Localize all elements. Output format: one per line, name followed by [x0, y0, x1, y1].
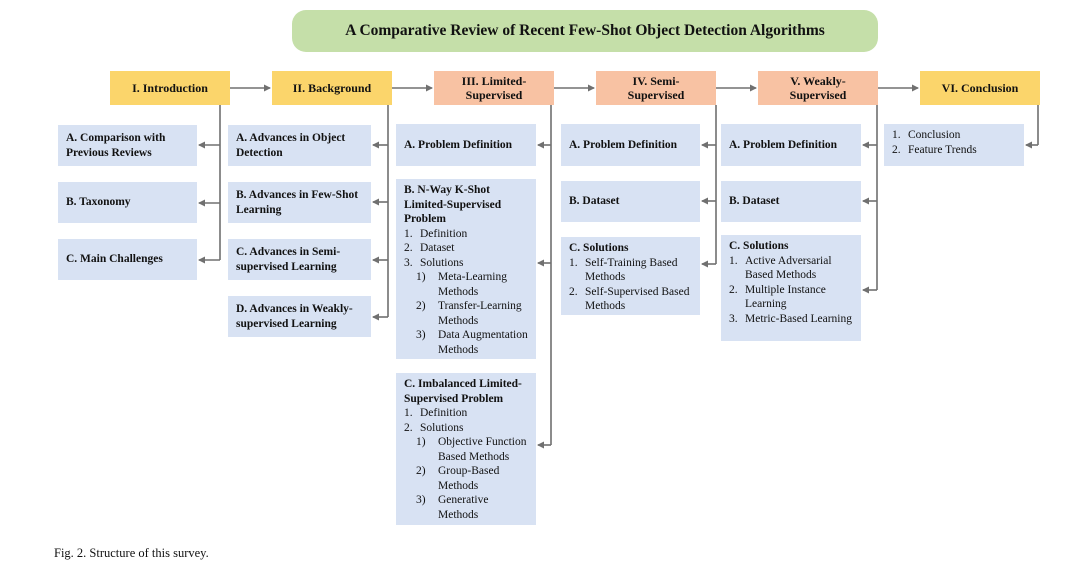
- list-item: 2.Self-Supervised Based Methods: [569, 285, 690, 313]
- list-item: 3.Metric-Based Learning: [729, 312, 852, 325]
- list-item: 1.Conclusion: [892, 129, 961, 141]
- list-item: 1.Definition: [404, 227, 468, 240]
- section-semi-supervised: IV. Semi-Supervised: [596, 71, 716, 105]
- intro-item-taxonomy: B. Taxonomy: [58, 182, 197, 223]
- semi-item-problem-definition: A. Problem Definition: [561, 124, 700, 166]
- section-weakly-supervised: V. Weakly-Supervised: [758, 71, 878, 105]
- list-item: 1.Self-Training Based Methods: [569, 256, 678, 284]
- list-item: 3.Solutions: [404, 256, 464, 269]
- background-item-object-detection: A. Advances in Object Detection: [228, 125, 371, 166]
- list-subitem: 3)Generative Methods: [416, 494, 489, 521]
- diagram-title: A Comparative Review of Recent Few-Shot …: [292, 10, 878, 52]
- section-conclusion: VI. Conclusion: [920, 71, 1040, 105]
- semi-item-solutions: C. Solutions 1.Self-Training Based Metho…: [561, 237, 700, 315]
- semi-solutions-title: C. Solutions: [569, 242, 629, 254]
- list-subitem: 3)Data Augmentation Methods: [416, 329, 528, 356]
- limited-item-imbalanced: C. Imbalanced Limited-Supervised Problem…: [396, 373, 536, 525]
- section-limited-supervised: III. Limited-Supervised: [434, 71, 554, 105]
- list-item: 2.Multiple Instance Learning: [729, 283, 826, 311]
- section-introduction: I. Introduction: [110, 71, 230, 105]
- intro-item-challenges: C. Main Challenges: [58, 239, 197, 280]
- limited-item-problem-definition: A. Problem Definition: [396, 124, 536, 166]
- weakly-solutions-title: C. Solutions: [729, 240, 789, 252]
- conclusion-item-list: 1.Conclusion 2.Feature Trends: [884, 124, 1024, 166]
- semi-item-dataset: B. Dataset: [561, 181, 700, 222]
- list-subitem: 1)Objective Function Based Methods: [416, 436, 527, 463]
- section-background: II. Background: [272, 71, 392, 105]
- list-subitem: 2)Transfer-Learning Methods: [416, 300, 522, 327]
- limited-item-nway-kshot: B. N-Way K-Shot Limited-Supervised Probl…: [396, 179, 536, 359]
- list-subitem: 2)Group-Based Methods: [416, 465, 500, 492]
- background-item-weakly-supervised: D. Advances in Weakly-supervised Learnin…: [228, 296, 371, 337]
- weakly-item-dataset: B. Dataset: [721, 181, 861, 222]
- list-item: 2.Dataset: [404, 242, 455, 254]
- list-item: 2.Solutions: [404, 421, 464, 434]
- limited-nway-title: B. N-Way K-Shot Limited-Supervised Probl…: [404, 184, 502, 225]
- list-subitem: 1)Meta-Learning Methods: [416, 271, 507, 298]
- list-item: 1.Definition: [404, 407, 468, 419]
- limited-imbalanced-title: C. Imbalanced Limited-Supervised Problem: [404, 378, 522, 405]
- intro-item-comparison: A. Comparison with Previous Reviews: [58, 125, 197, 166]
- figure-caption: Fig. 2. Structure of this survey.: [54, 546, 209, 560]
- list-item: 2.Feature Trends: [892, 143, 977, 156]
- weakly-item-problem-definition: A. Problem Definition: [721, 124, 861, 166]
- list-item: 1.Active Adversarial Based Methods: [729, 254, 832, 282]
- weakly-item-solutions: C. Solutions 1.Active Adversarial Based …: [721, 235, 861, 341]
- background-item-semi-supervised: C. Advances in Semi-supervised Learning: [228, 239, 371, 280]
- background-item-few-shot: B. Advances in Few-Shot Learning: [228, 182, 371, 223]
